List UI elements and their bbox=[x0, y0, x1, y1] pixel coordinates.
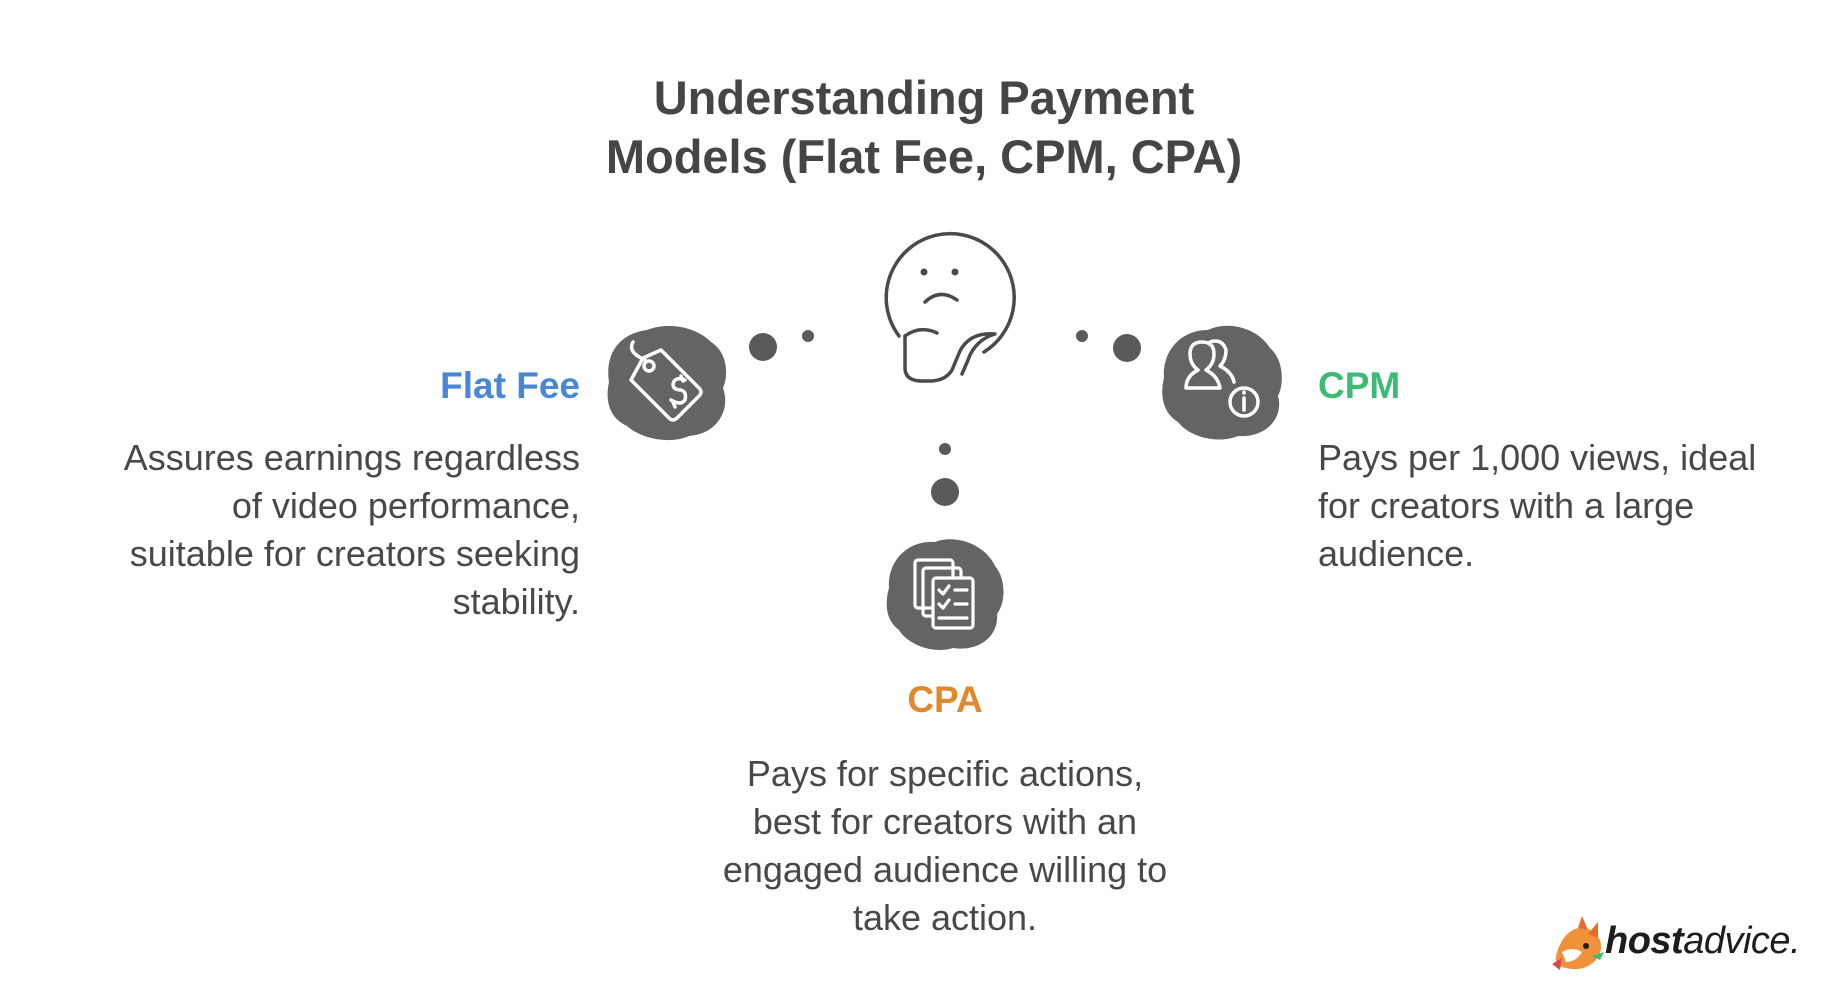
page-title: Understanding Payment Models (Flat Fee, … bbox=[524, 68, 1324, 186]
dot-down-large bbox=[931, 478, 959, 506]
cpa-description: Pays for specific actions, best for crea… bbox=[670, 750, 1220, 942]
flat-fee-desc-line: of video performance, bbox=[231, 485, 580, 526]
flat-fee-blob bbox=[607, 326, 727, 441]
dot-left-small bbox=[802, 330, 814, 342]
cpm-desc-line: for creators with a large bbox=[1318, 485, 1695, 526]
users-info-icon bbox=[1184, 339, 1260, 418]
flat-fee-description: Assures earnings regardless of video per… bbox=[40, 434, 580, 626]
cpm-label: CPM bbox=[1318, 365, 1401, 406]
flat-fee-desc-line: Assures earnings regardless bbox=[123, 437, 580, 478]
cpm-blob bbox=[1162, 325, 1282, 440]
checklist-documents-icon bbox=[913, 558, 975, 630]
flat-fee-label: Flat Fee bbox=[440, 365, 580, 406]
cpa-blob bbox=[886, 539, 1004, 650]
cpm-desc-line: Pays per 1,000 views, ideal bbox=[1318, 437, 1757, 478]
cpa-desc-line: take action. bbox=[852, 897, 1038, 938]
brand-logo-rest: advice. bbox=[1683, 920, 1801, 962]
cpa-label: CPA bbox=[907, 679, 983, 720]
brand-logo-bold: host bbox=[1605, 920, 1684, 962]
flat-fee-desc-line: suitable for creators seeking bbox=[129, 533, 580, 574]
fox-mascot-icon bbox=[1552, 916, 1604, 970]
dot-left-large bbox=[749, 333, 777, 361]
dot-right-small bbox=[1076, 330, 1088, 342]
brand-logo: hostadvice. bbox=[1605, 916, 1801, 966]
dot-right-large bbox=[1113, 334, 1141, 362]
cpm-desc-line: audience. bbox=[1318, 533, 1475, 574]
flat-fee-desc-line: stability. bbox=[452, 581, 580, 622]
title-line-2: Models (Flat Fee, CPM, CPA) bbox=[605, 130, 1243, 183]
cpa-desc-line: best for creators with an bbox=[752, 801, 1138, 842]
cpa-desc-line: engaged audience willing to bbox=[722, 849, 1168, 890]
price-tag-icon bbox=[629, 340, 703, 422]
dot-down-small bbox=[939, 443, 951, 455]
thinking-face-icon bbox=[884, 231, 1016, 383]
connector-dots bbox=[749, 330, 1141, 506]
cpm-description: Pays per 1,000 views, ideal for creators… bbox=[1318, 434, 1838, 578]
cpa-desc-line: Pays for specific actions, bbox=[746, 753, 1144, 794]
title-line-1: Understanding Payment bbox=[653, 71, 1195, 124]
